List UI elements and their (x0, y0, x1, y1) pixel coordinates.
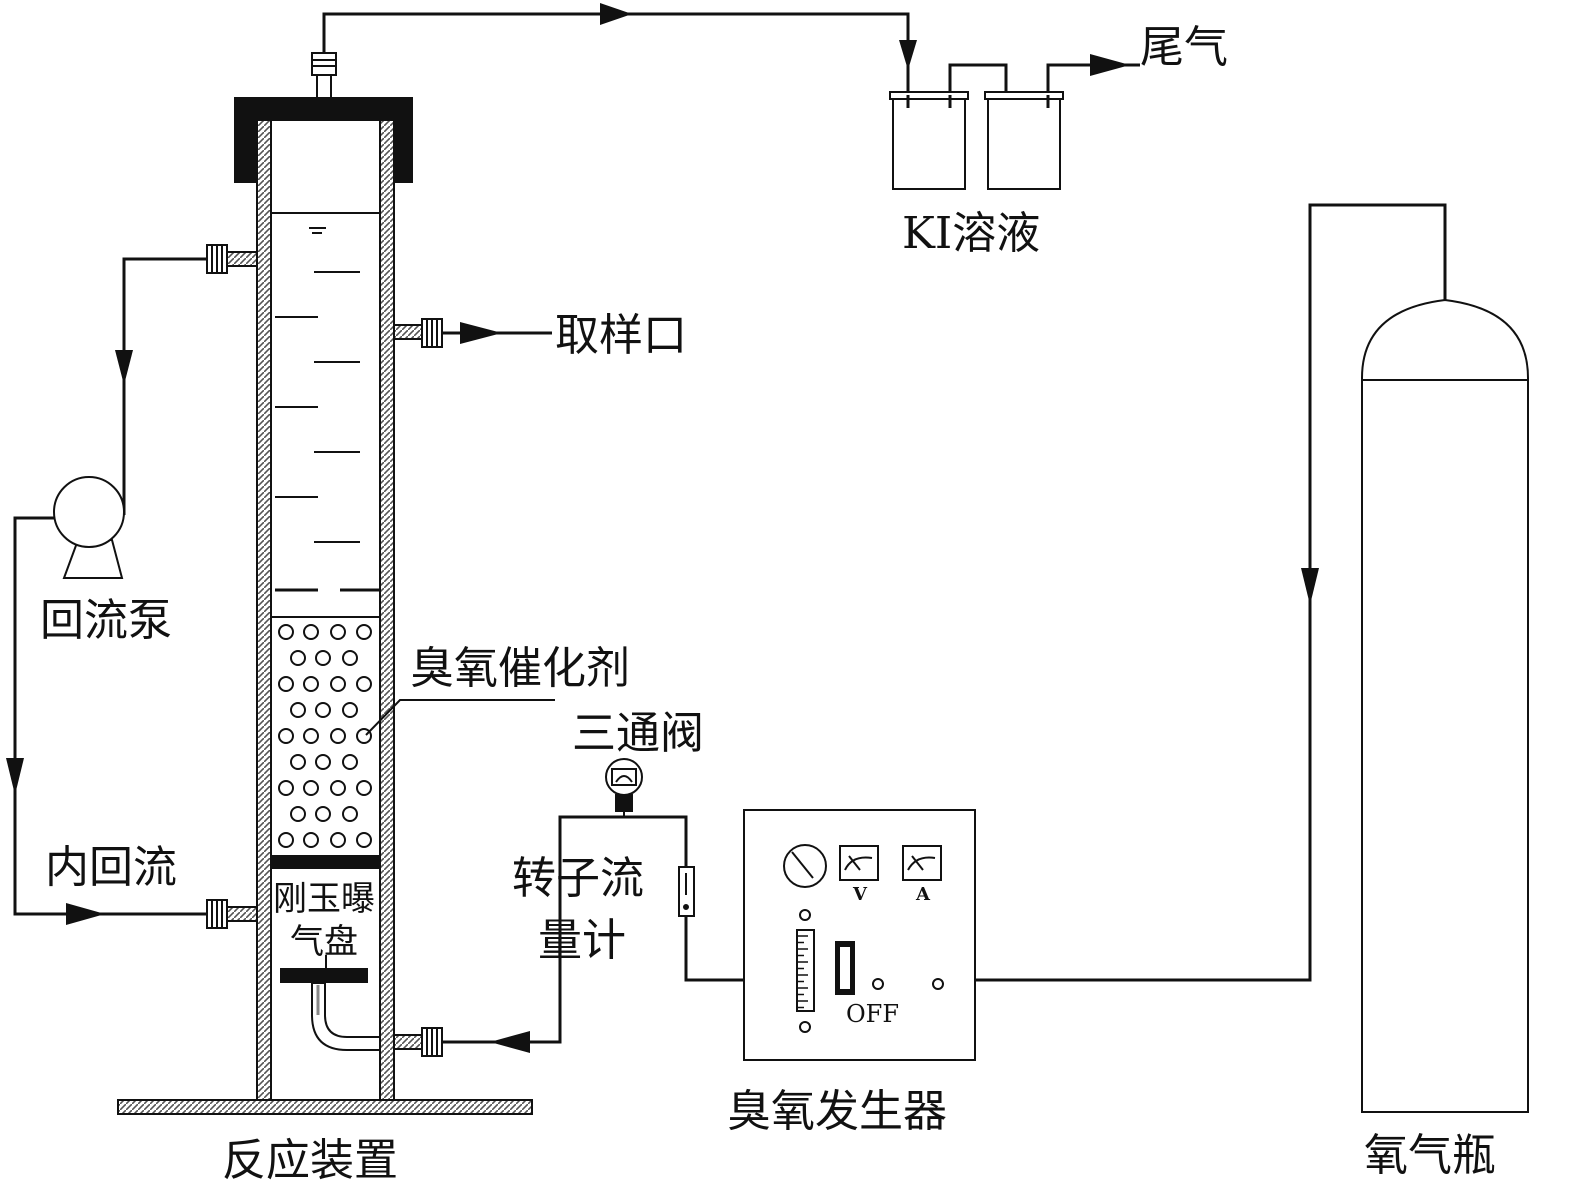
catalyst-pellet (278, 780, 294, 796)
pump-body (53, 476, 125, 548)
oxygen-cylinder (1361, 298, 1529, 1113)
reflux-pump (53, 476, 125, 579)
catalyst-support-plate (270, 855, 380, 869)
oxygen-cylinder-label: 氧气瓶 (1364, 1130, 1496, 1181)
catalyst-pellet (290, 702, 306, 718)
ozone-catalyst-label: 臭氧催化剂 (410, 643, 630, 694)
ammeter (902, 845, 942, 881)
catalyst-pellet (342, 754, 358, 770)
catalyst-pellet (356, 832, 372, 848)
rotameter (678, 866, 695, 917)
indicator-light-2 (932, 978, 944, 990)
catalyst-pellet (290, 754, 306, 770)
catalyst-pellet (342, 650, 358, 666)
voltmeter-label: V (852, 884, 868, 905)
oxygen-pipe (975, 203, 1447, 982)
catalyst-pellet (330, 728, 346, 744)
ozone-generator-label: 臭氧发生器 (727, 1086, 947, 1137)
tail-gas-label: 尾气 (1140, 22, 1228, 73)
reaction-device-label: 反应装置 (222, 1135, 398, 1186)
catalyst-pellet (278, 624, 294, 640)
indicator-light-1 (872, 978, 884, 990)
arrow-down-reflux-lower (6, 758, 24, 795)
catalyst-pellet (303, 676, 319, 692)
generator-outlet-pipe (684, 915, 744, 982)
ozone-generator (743, 809, 976, 1061)
catalyst-pellet (315, 754, 331, 770)
water-level-marks (271, 212, 380, 618)
catalyst-pellet (356, 780, 372, 796)
catalyst-pellet (356, 624, 372, 640)
catalyst-pellet (278, 728, 294, 744)
catalyst-pellet (330, 624, 346, 640)
catalyst-pellet (315, 806, 331, 822)
reactor-top-outlet-fitting (311, 52, 337, 76)
off-switch-label: OFF (846, 1000, 899, 1028)
corundum-aerator-label-line1: 刚玉曝 (273, 879, 375, 919)
reflux-pipe-lower (13, 516, 207, 916)
catalyst-leader-line (365, 699, 555, 736)
catalyst-pellet (315, 650, 331, 666)
catalyst-pellet (303, 832, 319, 848)
arrow-left-gas-inlet (490, 1031, 530, 1053)
aerator-disc (280, 968, 368, 983)
arrow-right-sampling (460, 322, 502, 344)
catalyst-pellet (303, 624, 319, 640)
catalyst-pellet (278, 676, 294, 692)
cylinder-body (1361, 298, 1529, 1113)
flow-scale-ticks (797, 935, 808, 1009)
off-gas-pipe (322, 12, 910, 100)
arrow-right-tail (1090, 54, 1130, 76)
reactor-left-wall (256, 119, 272, 1101)
reflux-pipe-upper (122, 257, 207, 515)
reflux-pump-label: 回流泵 (40, 595, 172, 646)
ki-bottle-2 (987, 96, 1061, 190)
aerator-feed-pipe (311, 982, 381, 1051)
catalyst-pellet (290, 650, 306, 666)
catalyst-pellet (330, 780, 346, 796)
catalyst-pellet (342, 806, 358, 822)
corundum-aerator-label-line2: 气盘 (290, 922, 358, 962)
pipelines (13, 12, 1447, 1044)
flow-scale-bar (796, 929, 815, 1012)
catalyst-pellet (330, 832, 346, 848)
arrow-right-top (600, 3, 632, 25)
catalyst-pellet (303, 780, 319, 796)
catalyst-pellet (356, 728, 372, 744)
catalyst-pellet (330, 676, 346, 692)
voltmeter (839, 845, 879, 881)
catalyst-pellet (342, 702, 358, 718)
reactor-right-wall (379, 119, 395, 1101)
three-way-valve-label: 三通阀 (572, 708, 704, 759)
ki-absorption-bottles (889, 91, 1064, 190)
catalyst-pellet (356, 676, 372, 692)
reactor-base-plate (117, 1099, 533, 1115)
flow-arrows (6, 3, 1319, 1053)
rotameter-label-line1: 转子流 (512, 853, 644, 904)
arrow-down-ki (899, 40, 917, 70)
catalyst-packing (278, 624, 372, 848)
reactor-top-cap (234, 97, 413, 183)
catalyst-pellet (315, 702, 331, 718)
internal-reflux-label: 内回流 (45, 842, 177, 893)
ammeter-label: A (915, 884, 931, 905)
rotameter-label-line2: 量计 (538, 915, 626, 966)
ki-solution-label: KI溶液 (902, 208, 1040, 259)
arrow-down-reflux (115, 350, 133, 385)
ki-bottle-1 (892, 96, 966, 190)
catalyst-pellet (303, 728, 319, 744)
catalyst-pellet (278, 832, 294, 848)
reactor-column (117, 52, 533, 1115)
arrow-right-inlet (66, 903, 105, 925)
sampling-port-label: 取样口 (555, 310, 687, 361)
three-way-valve (605, 758, 643, 817)
catalyst-pellet (290, 806, 306, 822)
arrow-down-oxygen (1301, 568, 1319, 605)
power-knob (783, 844, 827, 888)
